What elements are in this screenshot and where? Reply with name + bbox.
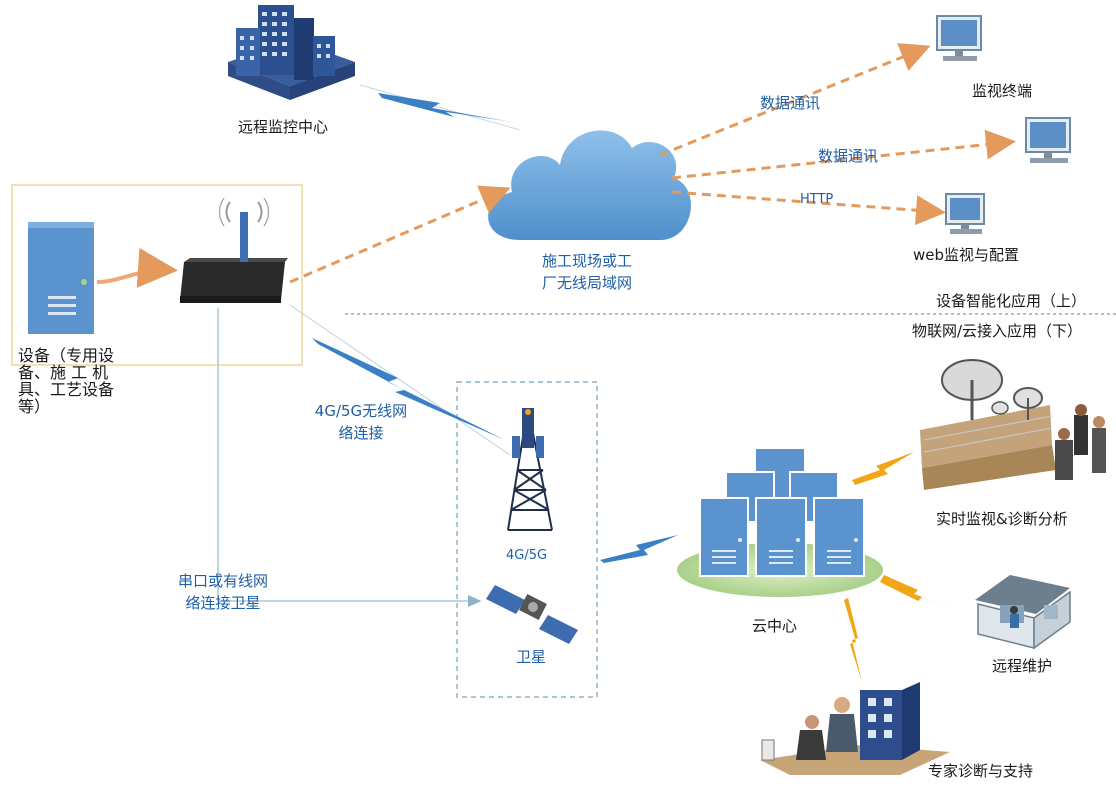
tower-antenna-icon (512, 408, 544, 458)
tower-label: 4G/5G (506, 548, 548, 563)
realtime-label: 实时监视&诊断分析 (936, 510, 1068, 528)
cloud-center-label: 云中心 (752, 617, 798, 635)
lightning-bolt-blue-2 (312, 338, 505, 440)
expert-support-label: 专家诊断与支持 (928, 762, 1034, 780)
lightning-bolt-orange-1 (852, 452, 914, 485)
satellite-label: 卫星 (516, 648, 547, 666)
serial-link-label: 串口或有线网 络连接卫星 (168, 572, 278, 613)
cloud-icon (488, 130, 691, 240)
remote-center-label: 远程监控中心 (238, 118, 329, 136)
expert-support-icon (760, 682, 950, 775)
gateway-tower-line (289, 304, 511, 456)
serial-link-line (217, 308, 482, 607)
data-comm-label-1: 数据通讯 (760, 94, 821, 112)
device-server-icon (28, 222, 94, 334)
site-lan-line-2: 厂无线局域网 (541, 274, 632, 292)
site-lan-line-1: 施工现场或工 (541, 252, 632, 270)
cloud-terminal-link-2 (671, 129, 1016, 180)
app-lower-label: 物联网/云接入应用（下） (912, 322, 1083, 340)
serial-line-2: 络连接卫星 (185, 594, 261, 612)
monitor-icon-2 (1025, 117, 1071, 163)
monitor-icon-1 (936, 15, 982, 61)
cloud-terminal-link-1 (659, 43, 931, 157)
app-upper-label: 设备智能化应用（上） (936, 292, 1087, 310)
device-description-label: 设备（专用设备、施 工 机具、工艺设备等） (18, 346, 115, 416)
device-gateway-arrow (96, 247, 178, 288)
serial-line-1: 串口或有线网 (177, 572, 268, 590)
monitor-terminal-label: 监视终端 (972, 82, 1033, 100)
lightning-bolt-orange-3 (844, 598, 862, 682)
building-cloud-line (359, 84, 521, 131)
site-lan-label: 施工现场或工 厂无线局域网 (532, 252, 642, 293)
wireless-line-1: 4G/5G无线网 (314, 402, 408, 420)
data-comm-label-2: 数据通讯 (818, 147, 879, 165)
monitor-icon-3 (945, 193, 985, 234)
house-icon (975, 575, 1071, 650)
monitoring-station-icon (920, 359, 1106, 490)
device-frame (11, 184, 303, 366)
wireless-line-2: 络连接 (338, 424, 384, 442)
office-building-icon (228, 5, 355, 100)
gateway-router-icon (180, 197, 288, 303)
wireless-box (456, 381, 598, 698)
http-label: HTTP (800, 192, 834, 207)
satellite-icon (486, 585, 578, 644)
cloud-servers-icon (699, 447, 865, 577)
lightning-bolt-blue-3 (600, 535, 678, 563)
lightning-bolt-blue-1 (378, 93, 512, 122)
gateway-cloud-link (289, 185, 511, 284)
web-monitor-label: web监视与配置 (913, 246, 1020, 264)
remote-maintenance-label: 远程维护 (992, 657, 1053, 675)
wireless-link-label: 4G/5G无线网 络连接 (306, 402, 416, 443)
lightning-bolt-orange-2 (880, 575, 964, 612)
